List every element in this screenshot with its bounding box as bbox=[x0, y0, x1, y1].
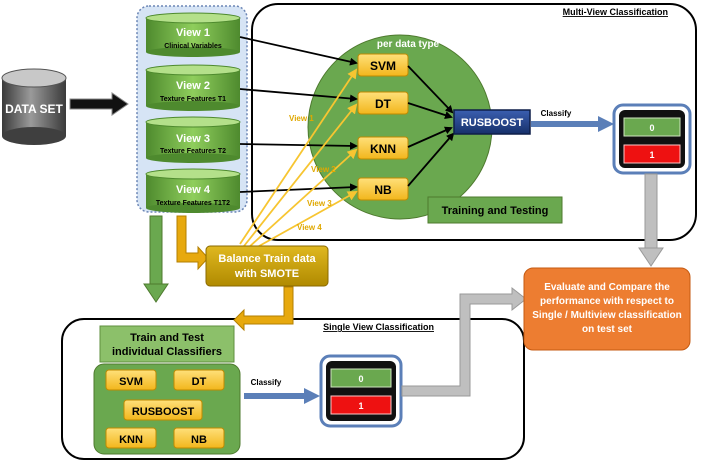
fan-label: View 2 bbox=[311, 165, 336, 174]
sv-classifier-label: KNN bbox=[119, 434, 143, 446]
sv-classifier-label: RUSBOOST bbox=[132, 406, 195, 418]
view-title: View 4 bbox=[176, 184, 211, 196]
sv-classify-arrowhead bbox=[304, 388, 320, 404]
dataset-cylinder: DATA SET bbox=[1, 68, 67, 145]
mv-classifier-knn: KNN bbox=[357, 136, 409, 160]
view4-arrow bbox=[239, 183, 358, 193]
mv-classifier-label: NB bbox=[374, 183, 392, 197]
view2-arrow bbox=[239, 88, 358, 103]
knn-to-rusboost-arrow bbox=[407, 126, 453, 148]
sv-output-0: 0 bbox=[358, 374, 363, 384]
mv-classify-arrowhead bbox=[598, 116, 614, 132]
evaluate-line: performance with respect to bbox=[540, 296, 674, 307]
fan-label: View 1 bbox=[289, 114, 314, 123]
sv-classifier-rusboost: RUSBOOST bbox=[123, 399, 203, 421]
view-subtitle: Texture Features T2 bbox=[160, 148, 226, 155]
sv-classifier-label: NB bbox=[191, 434, 207, 446]
mv-classifier-svm: SVM bbox=[357, 53, 409, 77]
mv-output-box: 0 1 bbox=[612, 103, 692, 175]
sv-classify-label: Classify bbox=[251, 378, 282, 387]
smote-line: with SMOTE bbox=[234, 268, 299, 280]
dataset-label: DATA SET bbox=[5, 102, 63, 116]
multi-view-panel-title: Multi-View Classification bbox=[563, 7, 668, 17]
view1-arrow bbox=[239, 36, 358, 66]
circle-title-line: Stacked Ensembled bbox=[361, 26, 455, 37]
sv-classifier-knn: KNN bbox=[105, 427, 157, 449]
single-output-to-evaluate-arrow bbox=[401, 286, 527, 397]
views-to-single-head bbox=[143, 283, 169, 303]
fan-label: View 3 bbox=[307, 199, 332, 208]
smote-line: Balance Train data bbox=[218, 253, 316, 265]
output-to-evaluate-shaft bbox=[644, 173, 658, 251]
sv-output-1: 1 bbox=[358, 401, 363, 411]
dataset-arrow bbox=[69, 92, 129, 116]
mv-classifier-nb: NB bbox=[357, 177, 409, 201]
mv-classifier-label: DT bbox=[375, 97, 392, 111]
rusboost-meta-box: RUSBOOST bbox=[453, 109, 531, 135]
output-to-evaluate-head bbox=[638, 247, 664, 267]
view3-arrow bbox=[239, 141, 358, 150]
sv-output-box: 0 1 bbox=[319, 354, 403, 428]
rusboost-label: RUSBOOST bbox=[461, 117, 524, 129]
evaluate-line: Evaluate and Compare the bbox=[544, 282, 670, 293]
smote-to-single-arrow bbox=[233, 286, 294, 332]
evaluate-line: Single / Multiview classification bbox=[532, 310, 681, 321]
mv-output-1: 1 bbox=[649, 150, 654, 160]
training-testing-label: Training and Testing bbox=[442, 205, 549, 217]
view-cylinder: View 4 Texture Features T1T2 bbox=[145, 168, 241, 213]
dt-to-rusboost-arrow bbox=[407, 102, 453, 119]
training-testing-box bbox=[427, 196, 563, 224]
mv-classify-label: Classify bbox=[541, 109, 572, 118]
view-cylinder: View 1 Clinical Variables bbox=[145, 12, 241, 57]
view-title: View 1 bbox=[176, 27, 210, 39]
circle-title-line: Multi-View bbox=[383, 13, 432, 24]
smote-fan-arrows bbox=[239, 68, 358, 251]
view-subtitle: Texture Features T1T2 bbox=[156, 200, 230, 207]
mv-output-0: 0 bbox=[649, 123, 654, 133]
smote-box: Balance Train data with SMOTE bbox=[205, 245, 329, 287]
circle-title-line: per data type bbox=[377, 39, 440, 50]
mv-classifier-label: KNN bbox=[370, 142, 396, 156]
sv-classifier-label: DT bbox=[192, 376, 207, 388]
svm-to-rusboost-arrow bbox=[407, 65, 454, 114]
sv-classifier-svm: SVM bbox=[105, 369, 157, 391]
nb-to-rusboost-arrow bbox=[407, 132, 455, 187]
evaluate-line: on test set bbox=[582, 324, 633, 335]
single-header-line: individual Classifiers bbox=[112, 346, 222, 358]
sv-classifier-dt: DT bbox=[173, 369, 225, 391]
mv-classifier-label: SVM bbox=[370, 59, 396, 73]
views-to-single-shaft bbox=[149, 215, 163, 287]
mv-classifier-dt: DT bbox=[357, 91, 409, 115]
view-title: View 2 bbox=[176, 80, 210, 92]
view-subtitle: Clinical Variables bbox=[164, 43, 222, 50]
view-title: View 3 bbox=[176, 133, 210, 145]
fan-label: View 4 bbox=[297, 223, 322, 232]
view-subtitle: Texture Features T1 bbox=[160, 96, 226, 103]
views-to-smote-arrow bbox=[176, 215, 209, 271]
single-header-line: Train and Test bbox=[130, 332, 204, 344]
single-view-panel-title: Single View Classification bbox=[323, 322, 434, 332]
sv-classifier-label: SVM bbox=[119, 376, 143, 388]
view-cylinder: View 3 Texture Features T2 bbox=[145, 116, 241, 163]
sv-classifier-nb: NB bbox=[173, 427, 225, 449]
evaluate-box: Evaluate and Compare the performance wit… bbox=[523, 267, 691, 351]
view-cylinder: View 2 Texture Features T1 bbox=[145, 64, 241, 111]
single-view-header-box: Train and Test individual Classifiers bbox=[99, 325, 235, 363]
